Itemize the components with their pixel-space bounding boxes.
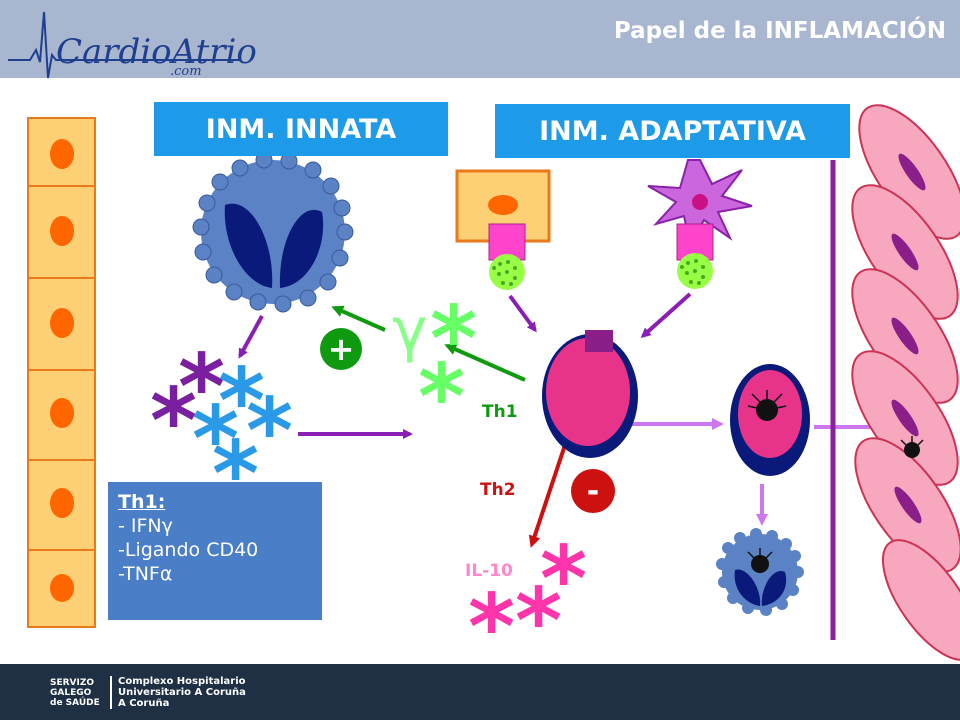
innate-immunity-box: INM. INNATA <box>154 102 448 156</box>
dendritic-cell <box>647 159 753 289</box>
cell-nucleus <box>50 398 74 428</box>
macrophage-nucleus-left <box>224 203 273 288</box>
cytokine-asterisk: * <box>192 387 239 492</box>
virus-particle-icon <box>756 399 778 421</box>
il10-asterisk: * <box>515 569 562 674</box>
endothelial-cell <box>27 277 96 371</box>
suppression-sign <box>571 469 615 513</box>
page-title: Papel de la INFLAMACIÓN <box>613 18 946 44</box>
ecg-line-icon <box>8 11 240 79</box>
cytokine-asterisk: * <box>218 349 265 454</box>
t-cell-receptor <box>585 330 613 352</box>
header-band <box>0 0 960 78</box>
arrow-antigen2-to-th1 <box>640 292 692 338</box>
virus-particle-icon <box>904 442 920 458</box>
macrophage-nucleus-right <box>279 209 324 288</box>
arrow-macrophage-to-cytokines <box>238 315 264 359</box>
smooth-muscle <box>851 104 960 661</box>
arrow-ifn-to-macrophage <box>331 305 386 332</box>
il10-asterisk: * <box>468 575 515 680</box>
il10-asterisk: * <box>540 527 587 632</box>
logo: CardioAtrio <box>56 32 257 72</box>
legend-item: -TNFα <box>118 563 173 585</box>
ifn-asterisk: * <box>430 287 477 392</box>
legend-item: -Ligando CD40 <box>118 539 259 561</box>
activated-macrophage <box>716 528 804 616</box>
legend-title: Th1: <box>118 491 166 513</box>
cell-nucleus <box>50 308 74 338</box>
activated-lymphocyte <box>730 364 810 476</box>
footer-org-line: SERVIZO <box>50 678 95 688</box>
plus-sign: + <box>328 330 355 368</box>
cell-nucleus <box>50 216 74 246</box>
cell-nucleus <box>50 574 74 602</box>
th1-label: Th1 <box>482 402 518 422</box>
footer-hospital-line: Universitario A Coruña <box>118 687 246 698</box>
cytokine-asterisk: * <box>178 335 225 440</box>
th1-lymphocyte <box>542 330 638 458</box>
th2-label: Th2 <box>480 480 516 500</box>
mhc-receptor <box>676 223 714 261</box>
smooth-muscle-cell <box>881 539 960 661</box>
arrow-th1-to-ifn <box>444 343 526 382</box>
footer-hospital: Complexo Hospitalario Universitario A Co… <box>110 676 246 709</box>
th1-legend: Th1: - IFNγ -Ligando CD40 -TNFα <box>108 482 322 620</box>
ifn-gamma-symbol: γ <box>392 295 428 365</box>
footer-org-line: de SAÚDE <box>50 698 100 708</box>
cell-nucleus <box>50 488 74 518</box>
activation-sign <box>320 328 362 370</box>
adaptive-immunity-box: INM. ADAPTATIVA <box>495 104 850 158</box>
minus-sign: - <box>587 474 599 509</box>
il10-label: IL-10 <box>465 561 513 581</box>
footer-hospital-line: Complexo Hospitalario <box>118 676 246 687</box>
logo-domain: .com <box>170 64 202 79</box>
cytokine-asterisk: * <box>150 369 197 474</box>
footer-org-line: GALEGO <box>50 688 92 698</box>
cell-nucleus <box>50 139 74 169</box>
endothelium <box>27 117 96 628</box>
cytokine-asterisk: * <box>246 379 293 484</box>
arrow-th1-to-th2 <box>528 444 567 548</box>
footer-band <box>0 664 960 720</box>
footer-hospital-line: A Coruña <box>118 698 170 709</box>
arrow-antigen1-to-th1 <box>508 294 537 333</box>
ifn-asterisk: * <box>418 345 465 450</box>
virus-particle-icon <box>751 555 769 573</box>
footer-organization: SERVIZO GALEGO de SAÚDE <box>50 678 100 708</box>
antigen-presenting-cell <box>455 169 551 290</box>
legend-item: - IFNγ <box>118 515 173 537</box>
macrophage <box>192 151 354 313</box>
